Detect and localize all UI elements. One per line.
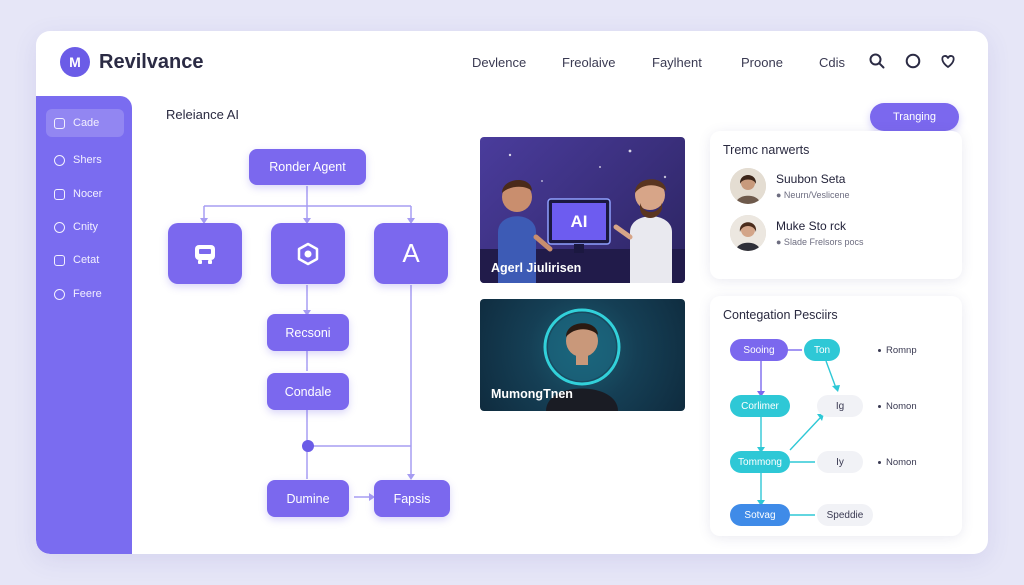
trending-button[interactable]: Tranging xyxy=(870,103,959,131)
avatar xyxy=(730,168,766,204)
nav-item-faylhent[interactable]: Faylhent xyxy=(652,55,702,70)
avatar xyxy=(730,215,766,251)
node-nomon-2[interactable]: Nomon xyxy=(878,457,917,468)
card-icon xyxy=(54,117,65,129)
person-name: Suubon Seta xyxy=(776,172,846,186)
sidebar-item-cnity[interactable]: Cnity xyxy=(46,213,124,241)
tag-icon xyxy=(54,188,65,200)
app-logo[interactable]: M Revilvance xyxy=(60,47,204,77)
chat-icon xyxy=(54,154,65,166)
people-card: Tremc narwerts Suubon Seta ● Neurn/Vesli… xyxy=(710,131,962,279)
sidebar-item-label: Shers xyxy=(73,154,102,166)
media-caption-1: Agerl Jiulirisen xyxy=(491,261,582,275)
screen-label: AI xyxy=(570,211,588,231)
node-label: Romnp xyxy=(886,345,917,356)
contegation-card: Contegation Pesciirs Sooing xyxy=(710,296,962,536)
node-label: Nomon xyxy=(886,457,917,468)
flow-node-fapsis[interactable]: Fapsis xyxy=(374,480,450,517)
node-romnp[interactable]: Romnp xyxy=(878,345,917,356)
pill-ly[interactable]: Iy xyxy=(817,451,863,473)
ai-scene-illustration xyxy=(480,149,685,283)
pill-ton[interactable]: Ton xyxy=(804,339,840,361)
pill-tommong[interactable]: Tommong xyxy=(730,451,790,473)
search-icon[interactable] xyxy=(868,52,886,70)
flow-node-dumine[interactable]: Dumine xyxy=(267,480,349,517)
person-item[interactable]: Suubon Seta ● Neurn/Veslicene xyxy=(730,168,849,204)
pill-corlimer[interactable]: Corlimer xyxy=(730,395,790,417)
sidebar-item-shers[interactable]: Shers xyxy=(46,146,124,174)
sidebar-item-label: Cade xyxy=(73,117,100,129)
sidebar-item-label: Feere xyxy=(73,288,102,300)
person-subtitle: ● Neurn/Veslicene xyxy=(776,190,850,200)
nav-item-cdis[interactable]: Cdis xyxy=(819,55,846,70)
pill-speddie[interactable]: Speddie xyxy=(817,504,873,526)
media-card-ai-agents[interactable]: AI Agerl Jiulirisen xyxy=(480,137,685,283)
nav-item-devlence[interactable]: Devlence xyxy=(472,55,527,70)
app-name: Revilvance xyxy=(99,50,204,73)
flow-node-bus[interactable] xyxy=(168,223,242,284)
nav-item-proone[interactable]: Proone xyxy=(741,55,783,70)
pill-ig[interactable]: Ig xyxy=(817,395,863,417)
sidebar-item-cade[interactable]: Cade xyxy=(46,109,124,137)
node-label: Nomon xyxy=(886,401,917,412)
person-item[interactable]: Muke Sto rck ● Slade Frelsors pocs xyxy=(730,215,863,251)
contegation-card-title: Contegation Pesciirs xyxy=(723,308,838,322)
sidebar: Cade Shers Nocer Cnity Cetat Feere xyxy=(36,96,132,554)
sidebar-item-label: Nocer xyxy=(73,188,103,200)
node-nomon-1[interactable]: Nomon xyxy=(878,401,917,412)
sidebar-item-label: Cetat xyxy=(73,254,100,266)
top-nav: Devlence Freolaive Faylhent Proone Cdis xyxy=(36,55,988,71)
flow-title: Releiance AI xyxy=(166,107,239,122)
people-card-title: Tremc narwerts xyxy=(723,143,810,157)
media-card-person[interactable]: MumongTnen xyxy=(480,299,685,411)
flow-node-a[interactable]: A xyxy=(374,223,448,284)
comment-icon xyxy=(54,288,65,300)
media-caption-2: MumongTnen xyxy=(491,387,573,401)
nav-item-freolaive[interactable]: Freolaive xyxy=(562,55,616,70)
sidebar-item-label: Cnity xyxy=(73,221,99,233)
gear-icon xyxy=(54,221,65,233)
sidebar-item-nocer[interactable]: Nocer xyxy=(46,180,124,208)
contegation-connectors xyxy=(757,349,840,516)
logo-mark: M xyxy=(60,47,90,77)
person-portrait xyxy=(543,308,621,411)
hub-icon xyxy=(297,242,319,265)
pill-sotvag[interactable]: Sotvag xyxy=(730,504,790,526)
flow-node-hub[interactable] xyxy=(271,223,345,284)
person-subtitle: ● Slade Frelsors pocs xyxy=(776,237,864,247)
sidebar-item-cetat[interactable]: Cetat xyxy=(46,246,124,274)
person-name: Muke Sto rck xyxy=(776,219,847,233)
heart-icon[interactable] xyxy=(939,52,957,70)
sidebar-item-feere[interactable]: Feere xyxy=(46,280,124,308)
circle-icon[interactable] xyxy=(904,52,922,70)
app-window: M Revilvance Devlence Freolaive Faylhent… xyxy=(36,31,988,554)
flow-node-reason[interactable]: Recsoni xyxy=(267,314,349,351)
bus-icon xyxy=(195,244,215,264)
pill-sooing[interactable]: Sooing xyxy=(730,339,788,361)
flow-node-condition[interactable]: Condale xyxy=(267,373,349,410)
flow-node-root[interactable]: Ronder Agent xyxy=(249,149,366,185)
list-icon xyxy=(54,254,65,266)
